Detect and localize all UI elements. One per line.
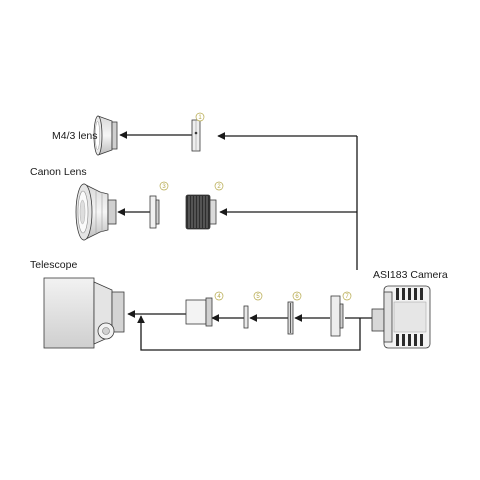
svg-text:6: 6 <box>295 294 299 300</box>
telescope-label: Telescope <box>30 259 78 271</box>
connection-lines <box>117 131 372 351</box>
callout-2: 2 <box>214 181 224 191</box>
camera-label: ASI183 Camera <box>373 269 448 281</box>
part-2-ef-adapter-icon <box>185 194 217 230</box>
callout-6: 6 <box>292 291 302 301</box>
svg-text:1: 1 <box>198 115 202 121</box>
canon-lens-label: Canon Lens <box>30 166 87 178</box>
svg-text:5: 5 <box>256 294 260 300</box>
callout-7: 7 <box>342 291 352 301</box>
asi183-camera-icon <box>371 285 431 349</box>
m43-lens-icon <box>93 115 118 156</box>
part-1-adapter-icon <box>191 119 201 152</box>
svg-text:4: 4 <box>217 294 221 300</box>
callout-5: 5 <box>253 291 263 301</box>
bypass-loop <box>137 315 361 351</box>
m43-lens-label: M4/3 lens <box>52 130 98 142</box>
telescope-icon <box>43 277 125 349</box>
part-5-ring-icon <box>243 305 249 329</box>
callout-1: 1 <box>195 112 205 122</box>
part-7-adapter-icon <box>330 295 344 337</box>
part-4-spacer-icon <box>185 297 213 327</box>
part-6-filter-icon <box>287 301 294 335</box>
callout-3: 3 <box>159 181 169 191</box>
svg-text:3: 3 <box>162 184 166 190</box>
canon-lens-icon <box>75 183 117 241</box>
callout-4: 4 <box>214 291 224 301</box>
part-3-ring-icon <box>149 195 160 229</box>
svg-text:7: 7 <box>345 294 349 300</box>
svg-text:2: 2 <box>217 184 221 190</box>
